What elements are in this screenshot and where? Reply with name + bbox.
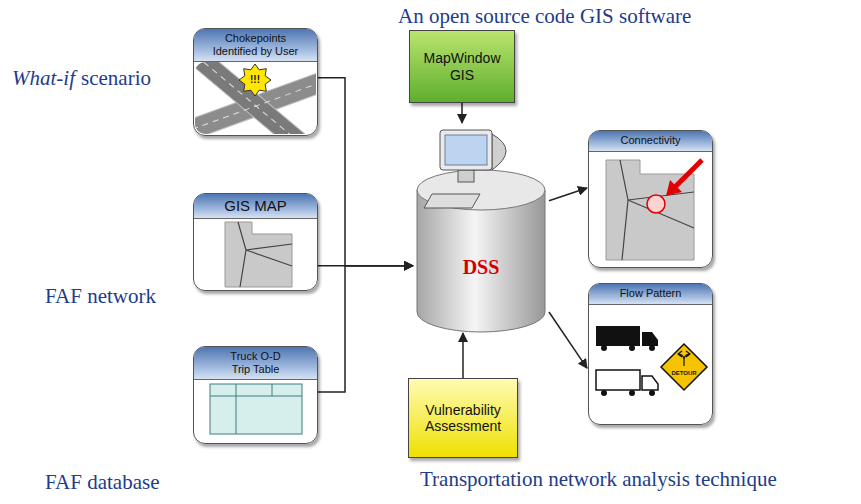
header-tab: Connectivity xyxy=(589,131,712,152)
truck-black xyxy=(596,326,658,351)
software-box: MapWindow GIS xyxy=(409,30,515,103)
table-grid xyxy=(210,384,302,434)
box-heading: Connectivity xyxy=(599,134,703,147)
detour-arrows xyxy=(678,351,690,366)
monitor-screen xyxy=(445,135,487,165)
technique-box: Vulnerability Assessment xyxy=(408,378,518,458)
monitor xyxy=(440,130,492,170)
pointer-arrow xyxy=(674,160,702,188)
flow-arrow xyxy=(462,333,464,378)
flow-arrow xyxy=(549,312,587,368)
database-cylinder xyxy=(417,190,545,332)
table-lines xyxy=(210,384,302,434)
cut-marker xyxy=(647,195,665,213)
header-tab: Truck O-D Trip Table xyxy=(194,347,317,380)
box-heading: Chokepoints Identified by User xyxy=(204,32,308,57)
cab xyxy=(642,332,658,346)
header-tab: Flow Pattern xyxy=(589,284,712,305)
flow-arrow xyxy=(549,188,587,201)
road xyxy=(195,62,316,134)
input-box: Truck O-D Trip Table xyxy=(193,346,318,444)
input-box: GIS MAP xyxy=(193,193,318,291)
dss-database: DSS xyxy=(413,123,549,333)
box-label: MapWindow GIS xyxy=(418,50,506,82)
keyboard xyxy=(424,194,480,208)
pointer-arrowhead xyxy=(666,180,682,196)
annotation: scenario xyxy=(81,66,151,90)
output-box: Flow Pattern xyxy=(588,283,713,425)
flow-arrow xyxy=(318,78,413,266)
warning-burst xyxy=(239,64,271,96)
lane-line xyxy=(195,75,316,134)
flow-arrow xyxy=(318,266,413,392)
truck-white xyxy=(596,370,658,396)
map-roads xyxy=(238,222,292,287)
box-label: DSS xyxy=(441,256,521,279)
monitor-back xyxy=(492,134,506,170)
annotation: FAF network xyxy=(45,284,156,308)
header-tab: GIS MAP xyxy=(194,194,317,219)
cylinder-top xyxy=(417,170,545,210)
flow-arrow xyxy=(461,103,463,123)
annotation: Transportation network analysis techniqu… xyxy=(420,467,777,491)
annotation: FAF database xyxy=(45,470,160,494)
trailer xyxy=(596,370,640,390)
annotation: What-if xyxy=(12,66,75,90)
annotation: An open source code GIS software xyxy=(398,4,691,28)
map-shape xyxy=(606,160,694,260)
map-roads xyxy=(620,160,694,260)
icon-text: DETOUR xyxy=(671,370,696,377)
box-heading: Truck O-D Trip Table xyxy=(221,350,291,375)
output-box: Connectivity xyxy=(588,130,713,268)
map-shape xyxy=(225,222,292,287)
box-label: Vulnerability Assessment xyxy=(414,402,512,434)
lane-line xyxy=(195,62,316,134)
cab xyxy=(642,376,658,390)
detour-sign xyxy=(661,344,707,390)
box-heading: GIS MAP xyxy=(204,197,308,214)
monitor-stand xyxy=(458,170,474,182)
header-tab: Chokepoints Identified by User xyxy=(194,29,317,62)
trailer xyxy=(596,326,640,346)
icon-text: !!! xyxy=(250,74,260,86)
box-heading: Flow Pattern xyxy=(599,287,703,300)
road-crossing xyxy=(195,62,316,134)
